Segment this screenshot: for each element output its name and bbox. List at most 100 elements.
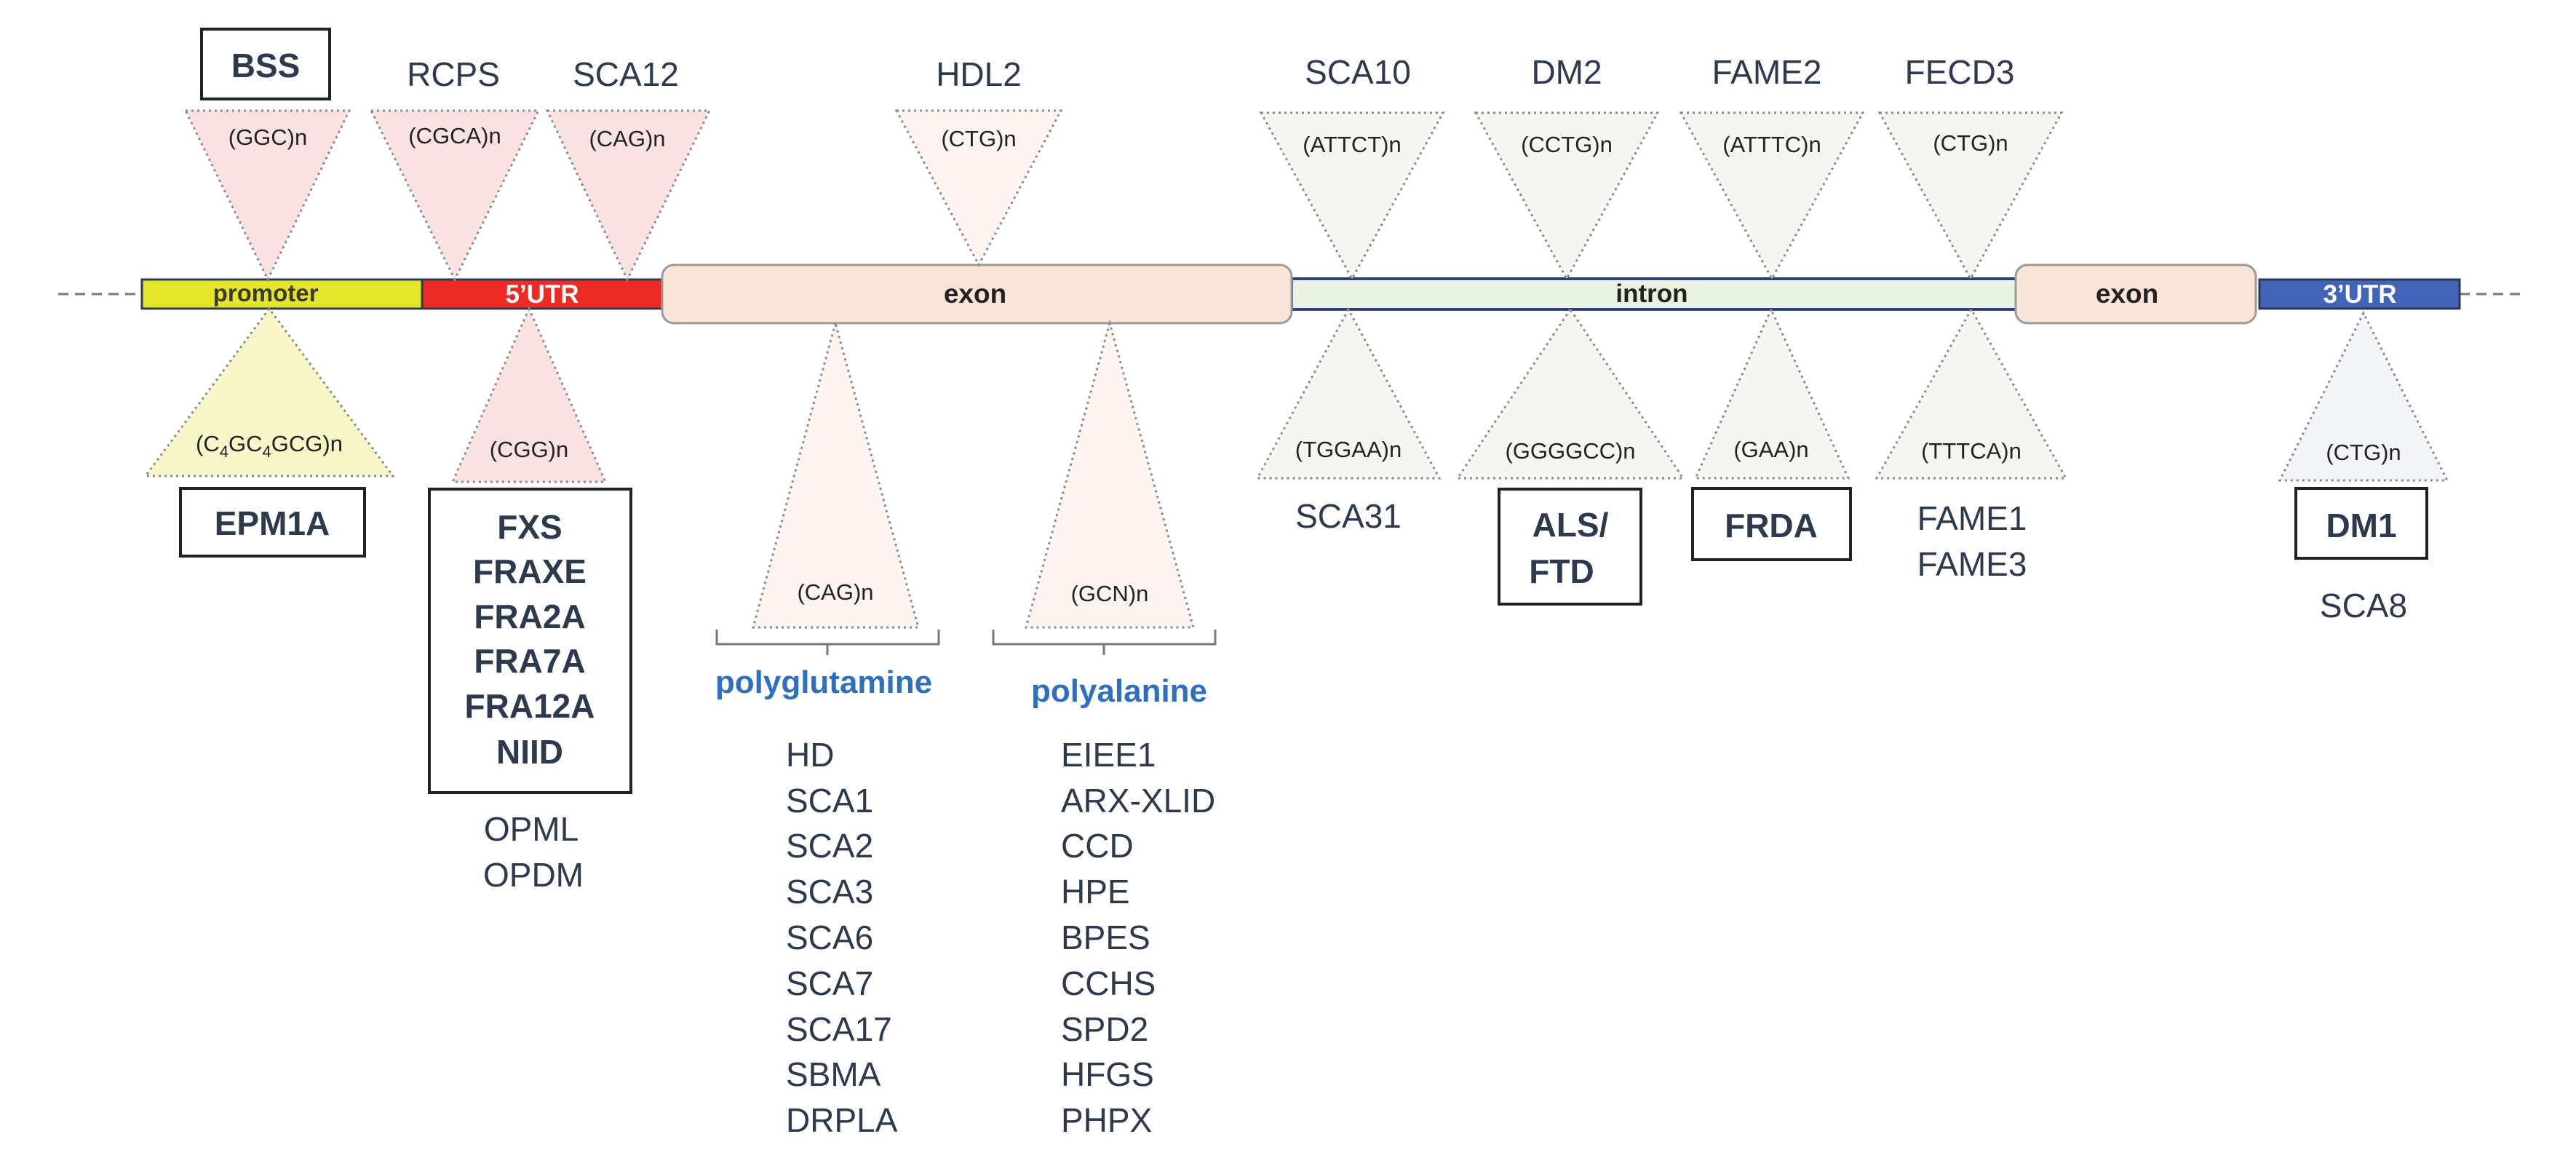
fecd3-label: FECD3 bbox=[1905, 53, 2015, 91]
polyglutamine-item: SCA2 bbox=[786, 827, 873, 865]
utr3-label: 3’UTR bbox=[2323, 280, 2396, 309]
top-disease-labels: BSS RCPS SCA12 HDL2 SCA10 DM2 FAME2 FECD… bbox=[200, 28, 2015, 100]
exon2-segment bbox=[2014, 263, 2257, 325]
dm2-label: DM2 bbox=[1531, 53, 1602, 91]
als-ftd-label-line2: FTD bbox=[1529, 552, 1594, 590]
cgg-disease-item: FRA12A bbox=[465, 687, 595, 725]
fame1-label: FAME1 bbox=[1917, 499, 2027, 537]
atttc-triangle bbox=[1679, 111, 1865, 282]
sca10-label: SCA10 bbox=[1305, 53, 1411, 91]
rcps-label: RCPS bbox=[407, 55, 500, 93]
cgg-plain-item: OPML bbox=[484, 810, 579, 848]
ggggcc-repeat-label: (GGGGCC)n bbox=[1505, 438, 1635, 464]
tttca-triangle bbox=[1875, 306, 2068, 480]
attct-repeat-label: (ATTCT)n bbox=[1303, 132, 1401, 157]
polyglutamine-item: SCA1 bbox=[786, 782, 873, 820]
bottom-repeats bbox=[143, 306, 2449, 629]
bottom-repeat-labels: (C4GC4GCG)n (CGG)n (CAG)n (GCN)n (TGGAA)… bbox=[196, 431, 2401, 606]
sca8-label: SCA8 bbox=[2320, 587, 2407, 624]
fame3-label: FAME3 bbox=[1917, 545, 2027, 583]
cctg-repeat-label: (CCTG)n bbox=[1521, 132, 1613, 157]
sca12-label: SCA12 bbox=[573, 55, 679, 93]
dm1-label: DM1 bbox=[2326, 507, 2396, 544]
exon1-label: exon bbox=[944, 279, 1006, 309]
cctg-triangle bbox=[1474, 111, 1660, 282]
tggaa-triangle bbox=[1255, 306, 1442, 480]
polyglutamine-item: SBMA bbox=[786, 1055, 881, 1093]
ggggcc-triangle bbox=[1455, 307, 1685, 480]
gaa-repeat-label: (GAA)n bbox=[1733, 437, 1808, 462]
top-repeats bbox=[183, 109, 2064, 282]
utr5-segment bbox=[421, 278, 664, 310]
polyalanine-item: PHPX bbox=[1061, 1101, 1152, 1139]
polyalanine-item: HFGS bbox=[1061, 1055, 1154, 1093]
cgg-disease-box bbox=[428, 488, 632, 794]
cgg-triangle bbox=[450, 306, 608, 483]
tttca-repeat-label: (TTTCA)n bbox=[1921, 438, 2022, 464]
dm1-box bbox=[2294, 487, 2428, 560]
ctg-fecd3-repeat-label: (CTG)n bbox=[1933, 130, 2008, 156]
als-ftd-box bbox=[1498, 488, 1642, 606]
ctg-fecd3-triangle bbox=[1877, 111, 2064, 282]
epm1a-label: EPM1A bbox=[215, 504, 330, 542]
polyalanine-item: SPD2 bbox=[1061, 1010, 1148, 1048]
cgg-disease-item: FXS bbox=[497, 508, 562, 546]
bss-box bbox=[200, 28, 331, 100]
ggc-repeat-label: (GGC)n bbox=[228, 124, 308, 150]
cgca-repeat-label: (CGCA)n bbox=[408, 123, 501, 148]
tggaa-repeat-label: (TGGAA)n bbox=[1295, 437, 1402, 462]
cgg-disease-item: FRA7A bbox=[474, 642, 585, 680]
cgg-disease-item: NIID bbox=[496, 733, 563, 771]
als-ftd-label-line1: ALS/ bbox=[1533, 506, 1609, 544]
cag-top-repeat-label: (CAG)n bbox=[589, 126, 665, 151]
bss-label: BSS bbox=[231, 47, 301, 84]
cgg-disease-item: FRA2A bbox=[474, 598, 585, 635]
polyalanine-item: CCHS bbox=[1061, 964, 1156, 1002]
ctg-dm1-repeat-label: (CTG)n bbox=[2326, 440, 2401, 465]
intron-label: intron bbox=[1615, 279, 1687, 308]
ggc-triangle bbox=[183, 109, 351, 282]
polyalanine-bracket bbox=[992, 630, 1217, 655]
polyalanine-item: CCD bbox=[1061, 827, 1134, 865]
polyalanine-item: BPES bbox=[1061, 919, 1150, 956]
polyglutamine-item: SCA3 bbox=[786, 873, 873, 911]
promoter-label: promoter bbox=[213, 279, 319, 306]
c4gc4gcg-repeat-label: (C4GC4GCG)n bbox=[196, 431, 343, 461]
top-repeat-labels: (GGC)n (CGCA)n (CAG)n (CTG)n (ATTCT)n (C… bbox=[228, 123, 2008, 157]
polyglutamine-item: SCA6 bbox=[786, 919, 873, 956]
polyglutamine-item: SCA7 bbox=[786, 964, 873, 1002]
epm1a-box bbox=[179, 487, 366, 558]
cgca-triangle bbox=[369, 109, 541, 282]
cag-polyq-triangle bbox=[752, 319, 920, 629]
exon2-label: exon bbox=[2096, 279, 2158, 309]
polyalanine-item: ARX-XLID bbox=[1061, 782, 1215, 820]
polyalanine-label: polyalanine bbox=[1031, 673, 1207, 709]
cag-polyq-repeat-label: (CAG)n bbox=[797, 579, 873, 605]
fame2-label: FAME2 bbox=[1712, 53, 1822, 91]
polyglutamine-item: DRPLA bbox=[786, 1101, 898, 1139]
exon1-segment bbox=[661, 263, 1293, 325]
c4gc4gcg-triangle bbox=[143, 306, 395, 477]
cgg-plain-item: OPDM bbox=[483, 856, 584, 894]
hdl2-label: HDL2 bbox=[936, 55, 1022, 93]
polyglutamine-item: SCA17 bbox=[786, 1010, 892, 1048]
polyglutamine-item: HD bbox=[786, 736, 834, 774]
polyalanine-item: HPE bbox=[1061, 873, 1130, 911]
ctg-dm1-triangle bbox=[2278, 310, 2449, 482]
gaa-triangle bbox=[1693, 306, 1850, 480]
polyglutamine-bracket bbox=[715, 630, 940, 655]
ctg-hdl2-repeat-label: (CTG)n bbox=[941, 126, 1016, 151]
ctg-hdl2-triangle bbox=[894, 109, 1063, 268]
cag-top-triangle bbox=[545, 109, 712, 282]
attct-triangle bbox=[1259, 111, 1445, 282]
atttc-repeat-label: (ATTTC)n bbox=[1722, 132, 1821, 157]
cgg-repeat-label: (CGG)n bbox=[490, 437, 569, 462]
utr5-label: 5’UTR bbox=[505, 280, 579, 309]
sca31-label: SCA31 bbox=[1295, 497, 1402, 535]
group-brackets bbox=[715, 630, 1217, 655]
polyglutamine-label: polyglutamine bbox=[715, 665, 932, 700]
gcn-repeat-label: (GCN)n bbox=[1071, 581, 1149, 606]
frda-label: FRDA bbox=[1725, 507, 1818, 544]
polyalanine-item: EIEE1 bbox=[1061, 736, 1156, 774]
